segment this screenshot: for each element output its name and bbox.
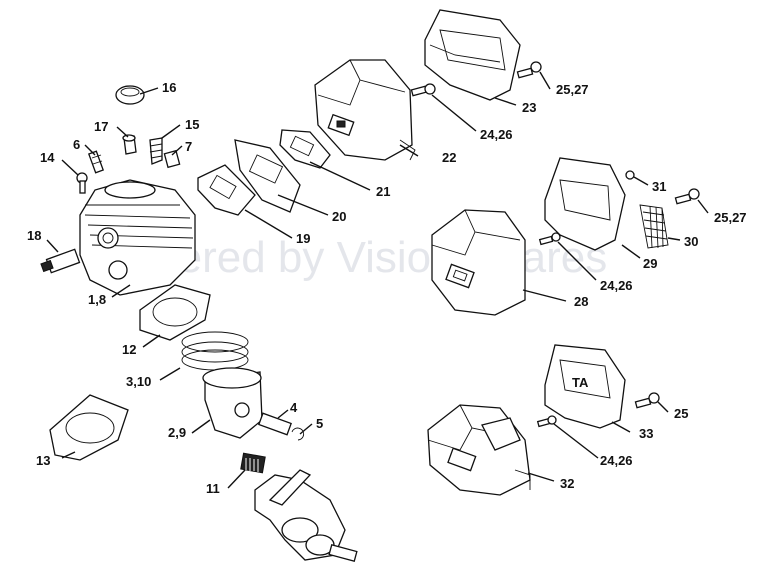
label-31: 31 [652, 179, 666, 194]
muffler-gaskets [197, 129, 331, 216]
label-20: 20 [332, 209, 346, 224]
crankshaft [254, 469, 358, 562]
label-28: 28 [574, 294, 588, 309]
label-17: 17 [94, 119, 108, 134]
label-14: 14 [40, 150, 55, 165]
ta-mark: TA [572, 375, 589, 390]
muffler-32 [427, 404, 557, 496]
label-13: 13 [36, 453, 50, 468]
label-24-26-lower: 24,26 [600, 453, 633, 468]
label-25-27-upper: 25,27 [556, 82, 589, 97]
muffler-22 [314, 59, 416, 161]
label-2-9: 2,9 [168, 425, 186, 440]
label-6: 6 [73, 137, 80, 152]
spark-plug [40, 248, 81, 274]
label-21: 21 [376, 184, 390, 199]
label-11: 11 [206, 481, 220, 496]
label-7: 7 [185, 139, 192, 154]
muffler-screws-upper [410, 61, 542, 97]
muffler-cover-23 [424, 9, 521, 101]
piston-pin [258, 412, 305, 441]
label-33: 33 [639, 426, 653, 441]
label-30: 30 [684, 234, 698, 249]
label-4: 4 [290, 400, 298, 415]
label-32: 32 [560, 476, 574, 491]
label-16: 16 [162, 80, 176, 95]
piston [202, 367, 263, 439]
piston-rings [181, 331, 249, 371]
part-labels: 16 17 15 6 7 14 18 1,8 12 3,10 2,9 4 5 1… [27, 80, 747, 496]
label-1-8: 1,8 [88, 292, 106, 307]
label-25: 25 [674, 406, 688, 421]
label-22: 22 [442, 150, 456, 165]
label-19: 19 [296, 231, 310, 246]
small-parts-cylinder-top [76, 85, 181, 194]
leader-lines [46, 71, 709, 489]
muffler-screw-middle [538, 232, 561, 246]
label-25-27-lower: 25,27 [714, 210, 747, 225]
label-29: 29 [643, 256, 657, 271]
label-23: 23 [522, 100, 536, 115]
label-3-10: 3,10 [126, 374, 151, 389]
muffler-cover-ta: TA [544, 344, 660, 429]
cylinder [79, 179, 196, 296]
cylinder-gasket [139, 284, 211, 341]
muffler-28 [431, 209, 526, 316]
label-18: 18 [27, 228, 41, 243]
label-5: 5 [316, 416, 323, 431]
label-12: 12 [122, 342, 136, 357]
muffler-cover-spark-arrester [544, 157, 700, 251]
needle-bearing [240, 452, 266, 474]
label-24-26-middle: 24,26 [600, 278, 633, 293]
label-15: 15 [185, 117, 199, 132]
base-gasket [49, 394, 129, 461]
label-24-26-upper: 24,26 [480, 127, 513, 142]
